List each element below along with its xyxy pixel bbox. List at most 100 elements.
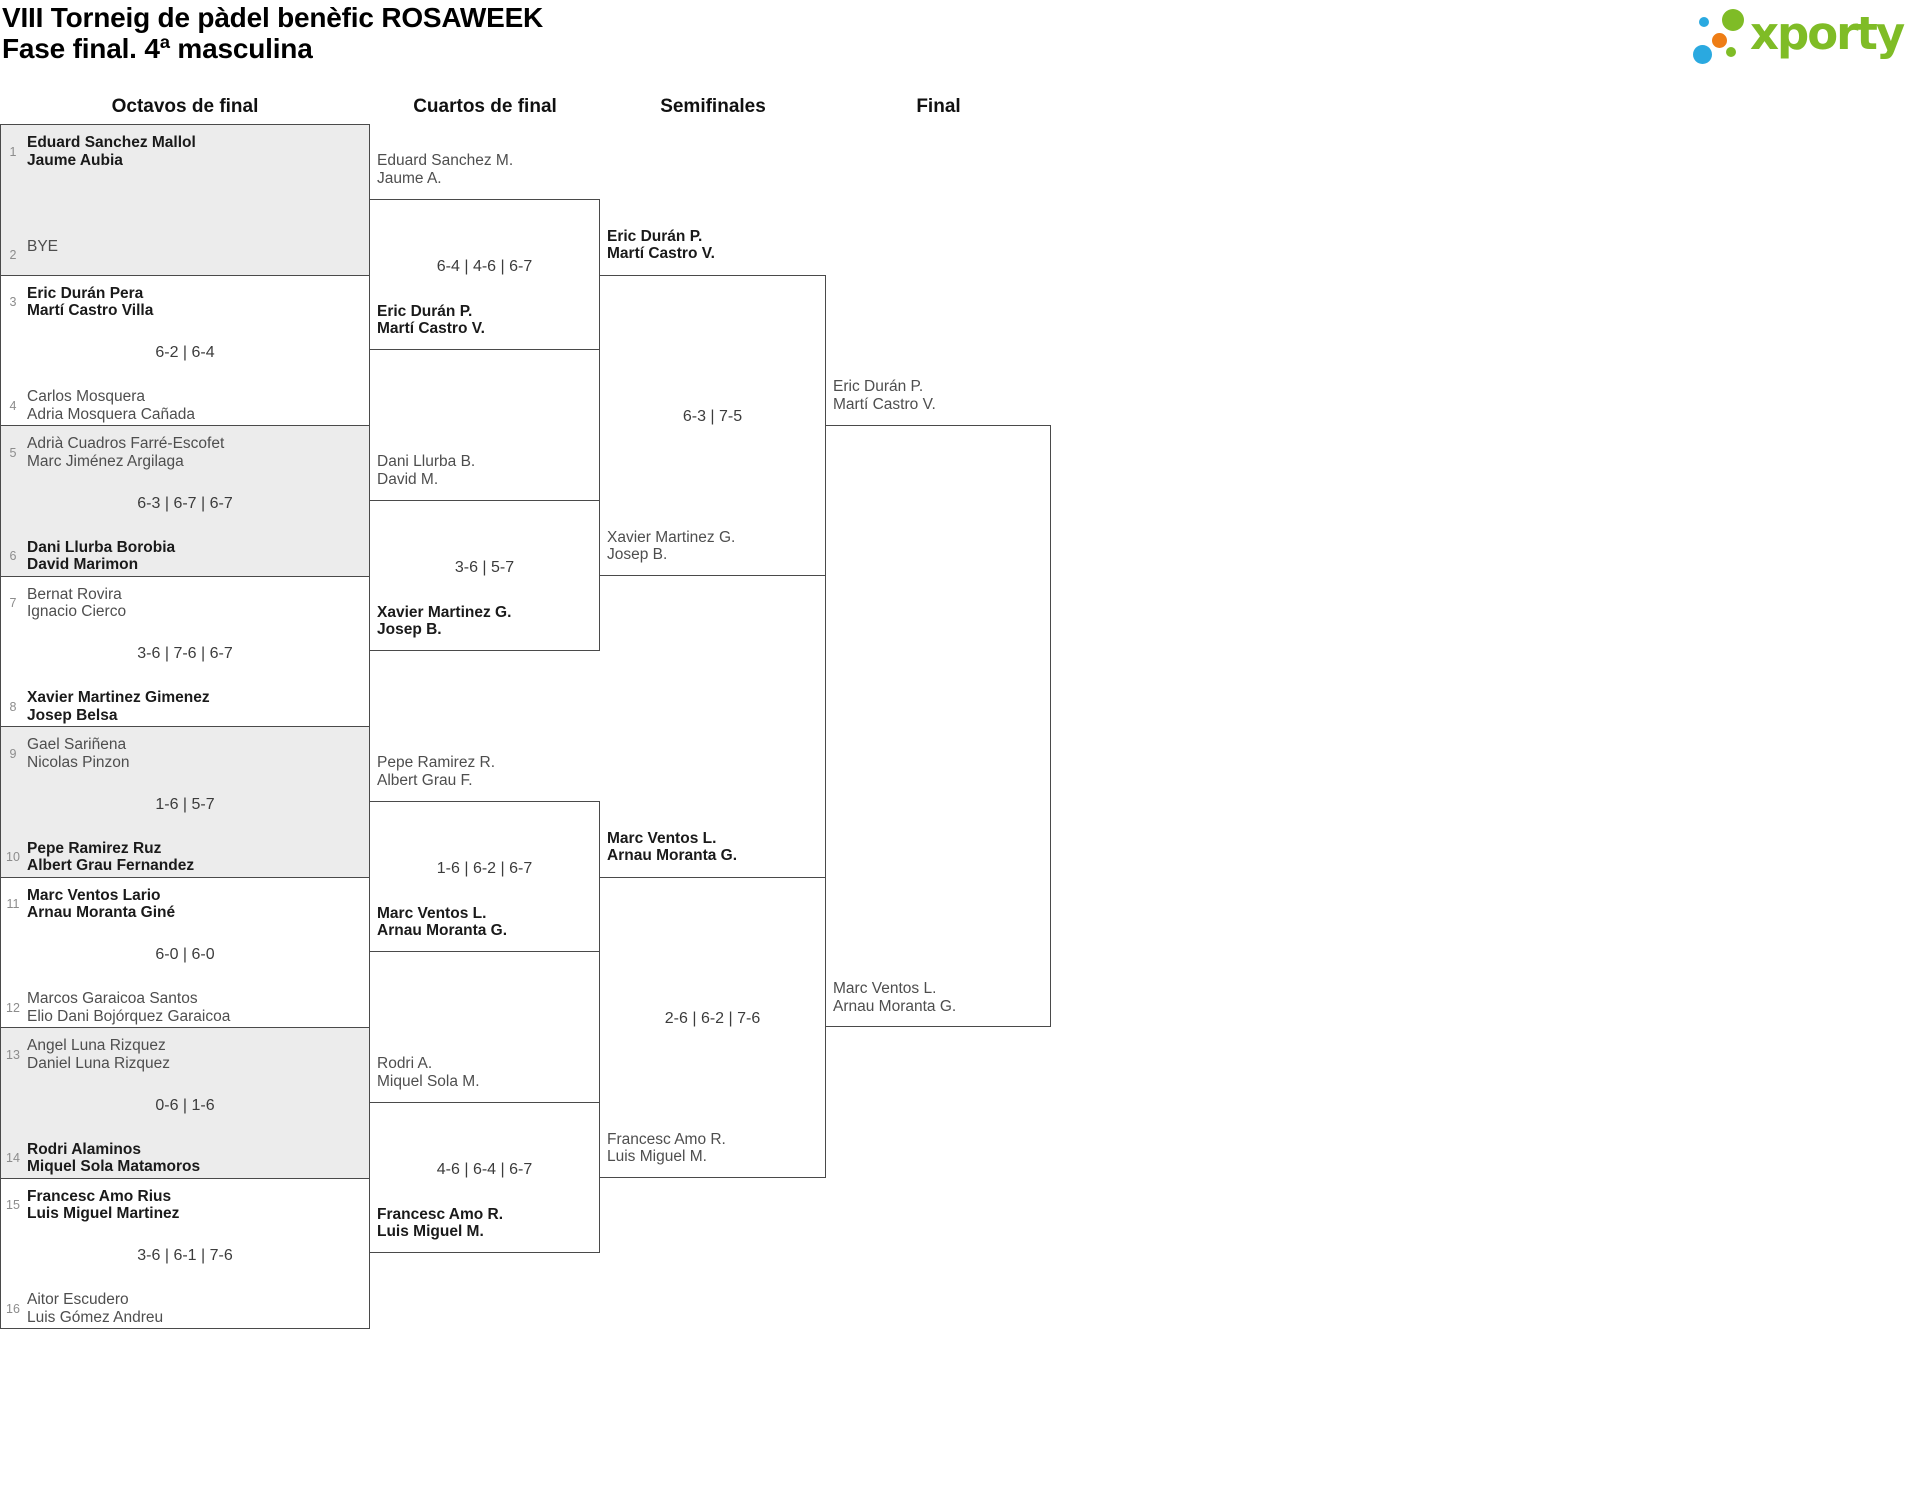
round-header-1: Octavos de final [111,96,259,117]
team-name-line: Daniel Luna Rizquez [27,1054,171,1072]
logo-dot-icon [1699,17,1709,27]
team-name: Xavier Martinez G.Josep B. [377,604,511,639]
team-name-line: Eric Durán Pera [27,284,144,302]
team-name: Rodri A.Miquel Sola M. [377,1055,480,1090]
match-score: 0-6 | 1-6 [155,1096,215,1114]
team-name: Francesc Amo R.Luis Miguel M. [607,1131,726,1166]
match-score: 6-0 | 6-0 [155,946,215,964]
team-seed: 9 [9,746,17,761]
team-name-line: Xavier Martinez Gimenez [27,689,210,706]
team-name-line: Xavier Martinez G. [377,603,512,621]
logo-dot-icon [1726,47,1736,57]
team-name: Dani Llurba B.David M. [377,453,475,488]
team-name-line: Marc Ventos Lario [27,886,161,904]
match-score: 3-6 | 7-6 | 6-7 [137,645,233,663]
team-name: Eric Durán P.Martí Castro V. [607,228,715,263]
team-seed: 10 [6,850,20,864]
team-name-line: Francesc Amo Rius [27,1187,172,1205]
team-name-line: Angel Luna Rizquez [27,1037,166,1054]
team-name: BYE [27,238,58,273]
team-name-line: Arnau Moranta G. [377,922,508,940]
page-title-line2: Fase final. 4ª masculina [2,33,313,64]
team-name: Eric Durán P.Martí Castro V. [377,303,485,338]
team-name-line: Jaume Aubia [27,151,123,169]
team-name-line: Martí Castro V. [607,245,715,262]
team-name-line: Ignacio Cierco [27,603,127,620]
team-seed: 1 [9,144,17,159]
logo-dot-icon [1722,9,1744,31]
match-score: 3-6 | 5-7 [454,558,515,576]
team-seed: 2 [9,248,17,262]
team-name-line: Marc Ventos L. [607,829,717,847]
team-seed: 15 [6,1198,20,1212]
team-name-line: Luis Miguel M. [377,1223,484,1241]
round-header-4: Final [916,96,961,117]
team-name: Eric Durán P.Martí Castro V. [833,378,936,413]
team-name-line: Carlos Mosquera [27,388,146,405]
team-seed: 4 [9,398,17,413]
team-name-line: Martí Castro Villa [27,302,154,319]
match-score: 3-6 | 6-1 | 7-6 [137,1247,233,1265]
match-score: 6-3 | 6-7 | 6-7 [137,494,233,512]
team-seed: 14 [6,1151,20,1165]
team-name: Marc Ventos L.Arnau Moranta G. [377,905,507,940]
team-name-line: Dani Llurba Borobia [27,538,176,556]
match-box: 3-6 | 5-7 [369,500,600,651]
team-name-line: Pepe Ramirez Ruz [27,839,162,857]
team-name: Marc Ventos L.Arnau Moranta G. [607,830,737,865]
logo-dot-icon [1692,44,1712,64]
team-name-line: Marc Ventos L. [833,980,937,997]
team-name-line: Arnau Moranta G. [607,847,738,864]
team-seed: 12 [6,1000,20,1015]
logo-dot-icon [1711,32,1727,48]
team-name-line: Xavier Martinez G. [607,528,736,546]
team-seed: 7 [9,596,17,610]
team-name-line: Luis Miguel M. [607,1148,707,1165]
team-name-line: Marc Jiménez Argilaga [27,452,184,470]
team-name-line: Eric Durán P. [833,378,924,395]
team-name: Pepe Ramirez R.Albert Grau F. [377,754,495,789]
team-name-line: Jaume A. [377,169,442,187]
match-box: 4-6 | 6-4 | 6-7 [369,1102,600,1253]
match-score: 4-6 | 6-4 | 6-7 [436,1160,533,1178]
team-name-line: BYE [27,237,59,255]
team-name-line: Rodri A. [377,1055,433,1073]
team-name-line: David Marimon [27,556,139,573]
team-seed: 6 [9,549,17,563]
team-name-line: Bernat Rovira [27,585,122,603]
team-name-line: Luis Gómez Andreu [27,1308,164,1326]
team-seed: 5 [9,445,17,460]
xporty-logo-text: xporty [1750,7,1905,60]
team-name-line: Martí Castro V. [833,395,936,413]
team-name-line: Marcos Garaicoa Santos [27,990,198,1007]
match-score: 1-6 | 6-2 | 6-7 [436,859,533,877]
team-name-line: Josep Belsa [27,706,118,724]
team-name-line: Arnau Moranta G. [833,997,957,1015]
team-name-line: Francesc Amo R. [607,1130,726,1148]
team-name-line: Francesc Amo R. [377,1205,504,1223]
team-name-line: Dani Llurba B. [377,453,476,471]
team-name: Marc Ventos L.Arnau Moranta G. [833,980,956,1015]
team-name-line: David M. [377,470,439,488]
match-box [825,425,1051,1027]
match-score: 6-3 | 7-5 [682,408,743,425]
team-name: Eduard Sanchez M.Jaume A. [377,152,513,187]
page-title: VIII Torneig de pàdel benèfic ROSAWEEK F… [2,2,543,64]
page-title-line1: VIII Torneig de pàdel benèfic ROSAWEEK [2,2,544,33]
